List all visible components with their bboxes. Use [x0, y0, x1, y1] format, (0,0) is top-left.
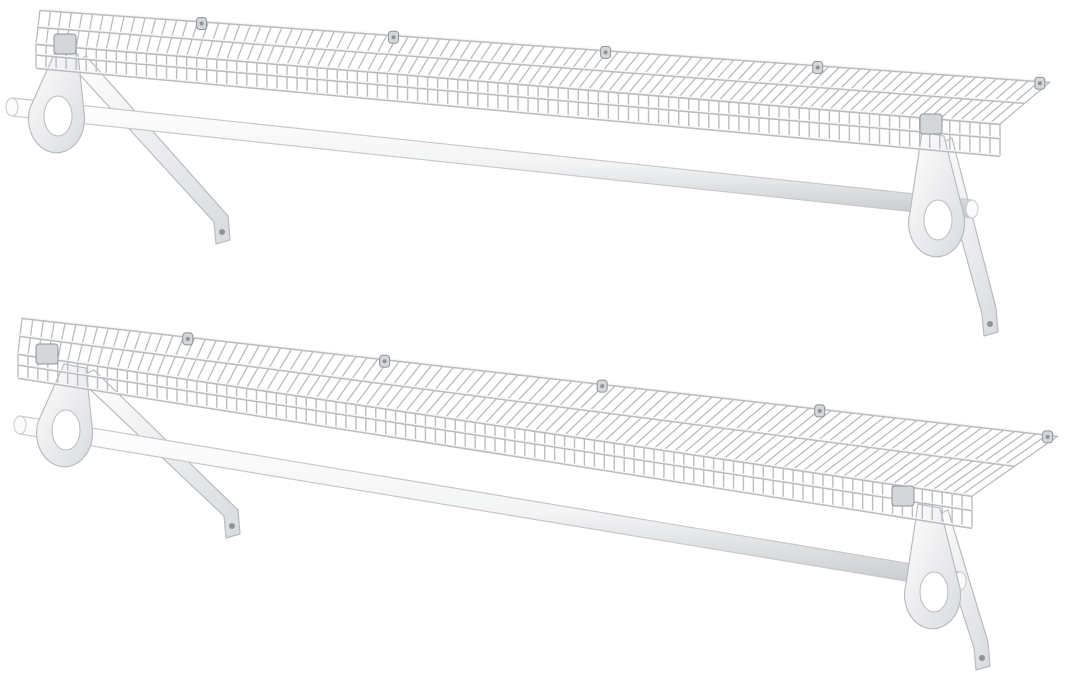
deck-cap-right: [891, 485, 915, 507]
deck-cap-left: [35, 343, 59, 365]
rod-end-cap: [5, 97, 19, 117]
upper-shelf: [5, 8, 1051, 337]
deck-cap-left: [53, 33, 77, 55]
wire-deck: [17, 316, 1059, 530]
wire-deck: [35, 8, 1051, 158]
rod-bracket-left: [27, 49, 86, 154]
support-arms: [76, 369, 991, 671]
wall-clips: [196, 17, 1046, 90]
screw-hole: [219, 229, 225, 235]
rod-bracket-right: [903, 503, 962, 630]
screw-hole: [229, 523, 235, 529]
deck-cap-right: [919, 113, 943, 135]
rod-end-cap: [965, 199, 979, 219]
wall-clips: [182, 332, 1054, 444]
screw-hole: [987, 321, 993, 327]
lower-shelf: [13, 316, 1059, 671]
rod-end-cap: [13, 415, 27, 435]
rod-bracket-right: [907, 131, 966, 258]
screw-hole: [979, 655, 985, 661]
rod-bracket-left: [35, 363, 94, 468]
